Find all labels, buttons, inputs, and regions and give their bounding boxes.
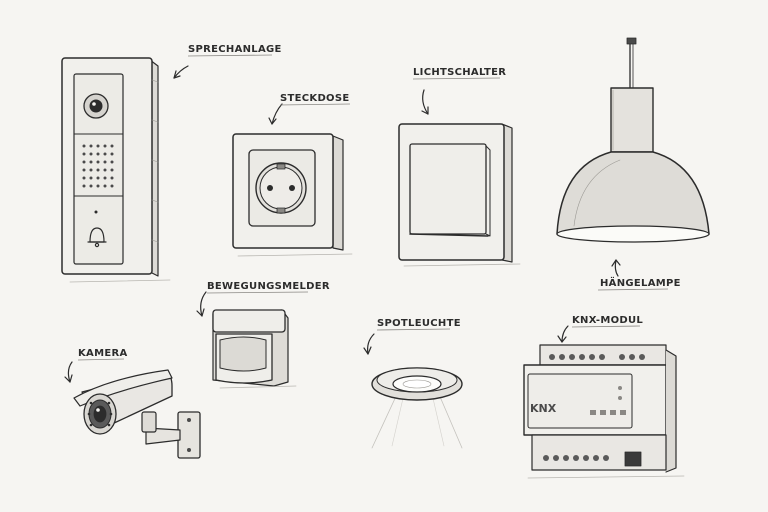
wall-socket bbox=[232, 133, 353, 257]
intercom-device bbox=[61, 57, 171, 283]
light-switch bbox=[398, 123, 521, 267]
motion-sensor bbox=[212, 309, 297, 389]
label-camera: KAMERA bbox=[78, 348, 128, 359]
label-knx-module: KNX-MODUL bbox=[572, 315, 644, 326]
label-spotlight: SPOTLEUCHTE bbox=[377, 318, 461, 329]
pendant-lamp bbox=[556, 37, 710, 243]
label-socket: STECKDOSE bbox=[280, 93, 350, 104]
label-intercom: SPRECHANLAGE bbox=[188, 44, 282, 55]
security-camera bbox=[73, 369, 201, 459]
speaker-grille-icon bbox=[82, 144, 114, 188]
label-light-switch: LICHTSCHALTER bbox=[413, 67, 507, 78]
bell-icon bbox=[87, 227, 107, 248]
spotlight bbox=[371, 367, 463, 449]
label-motion-sensor: BEWEGUNGSMELDER bbox=[207, 281, 330, 292]
knx-brand-text: KNX bbox=[530, 402, 557, 415]
knx-module bbox=[523, 344, 685, 479]
label-pendant-lamp: HÄNGELAMPE bbox=[600, 278, 681, 289]
